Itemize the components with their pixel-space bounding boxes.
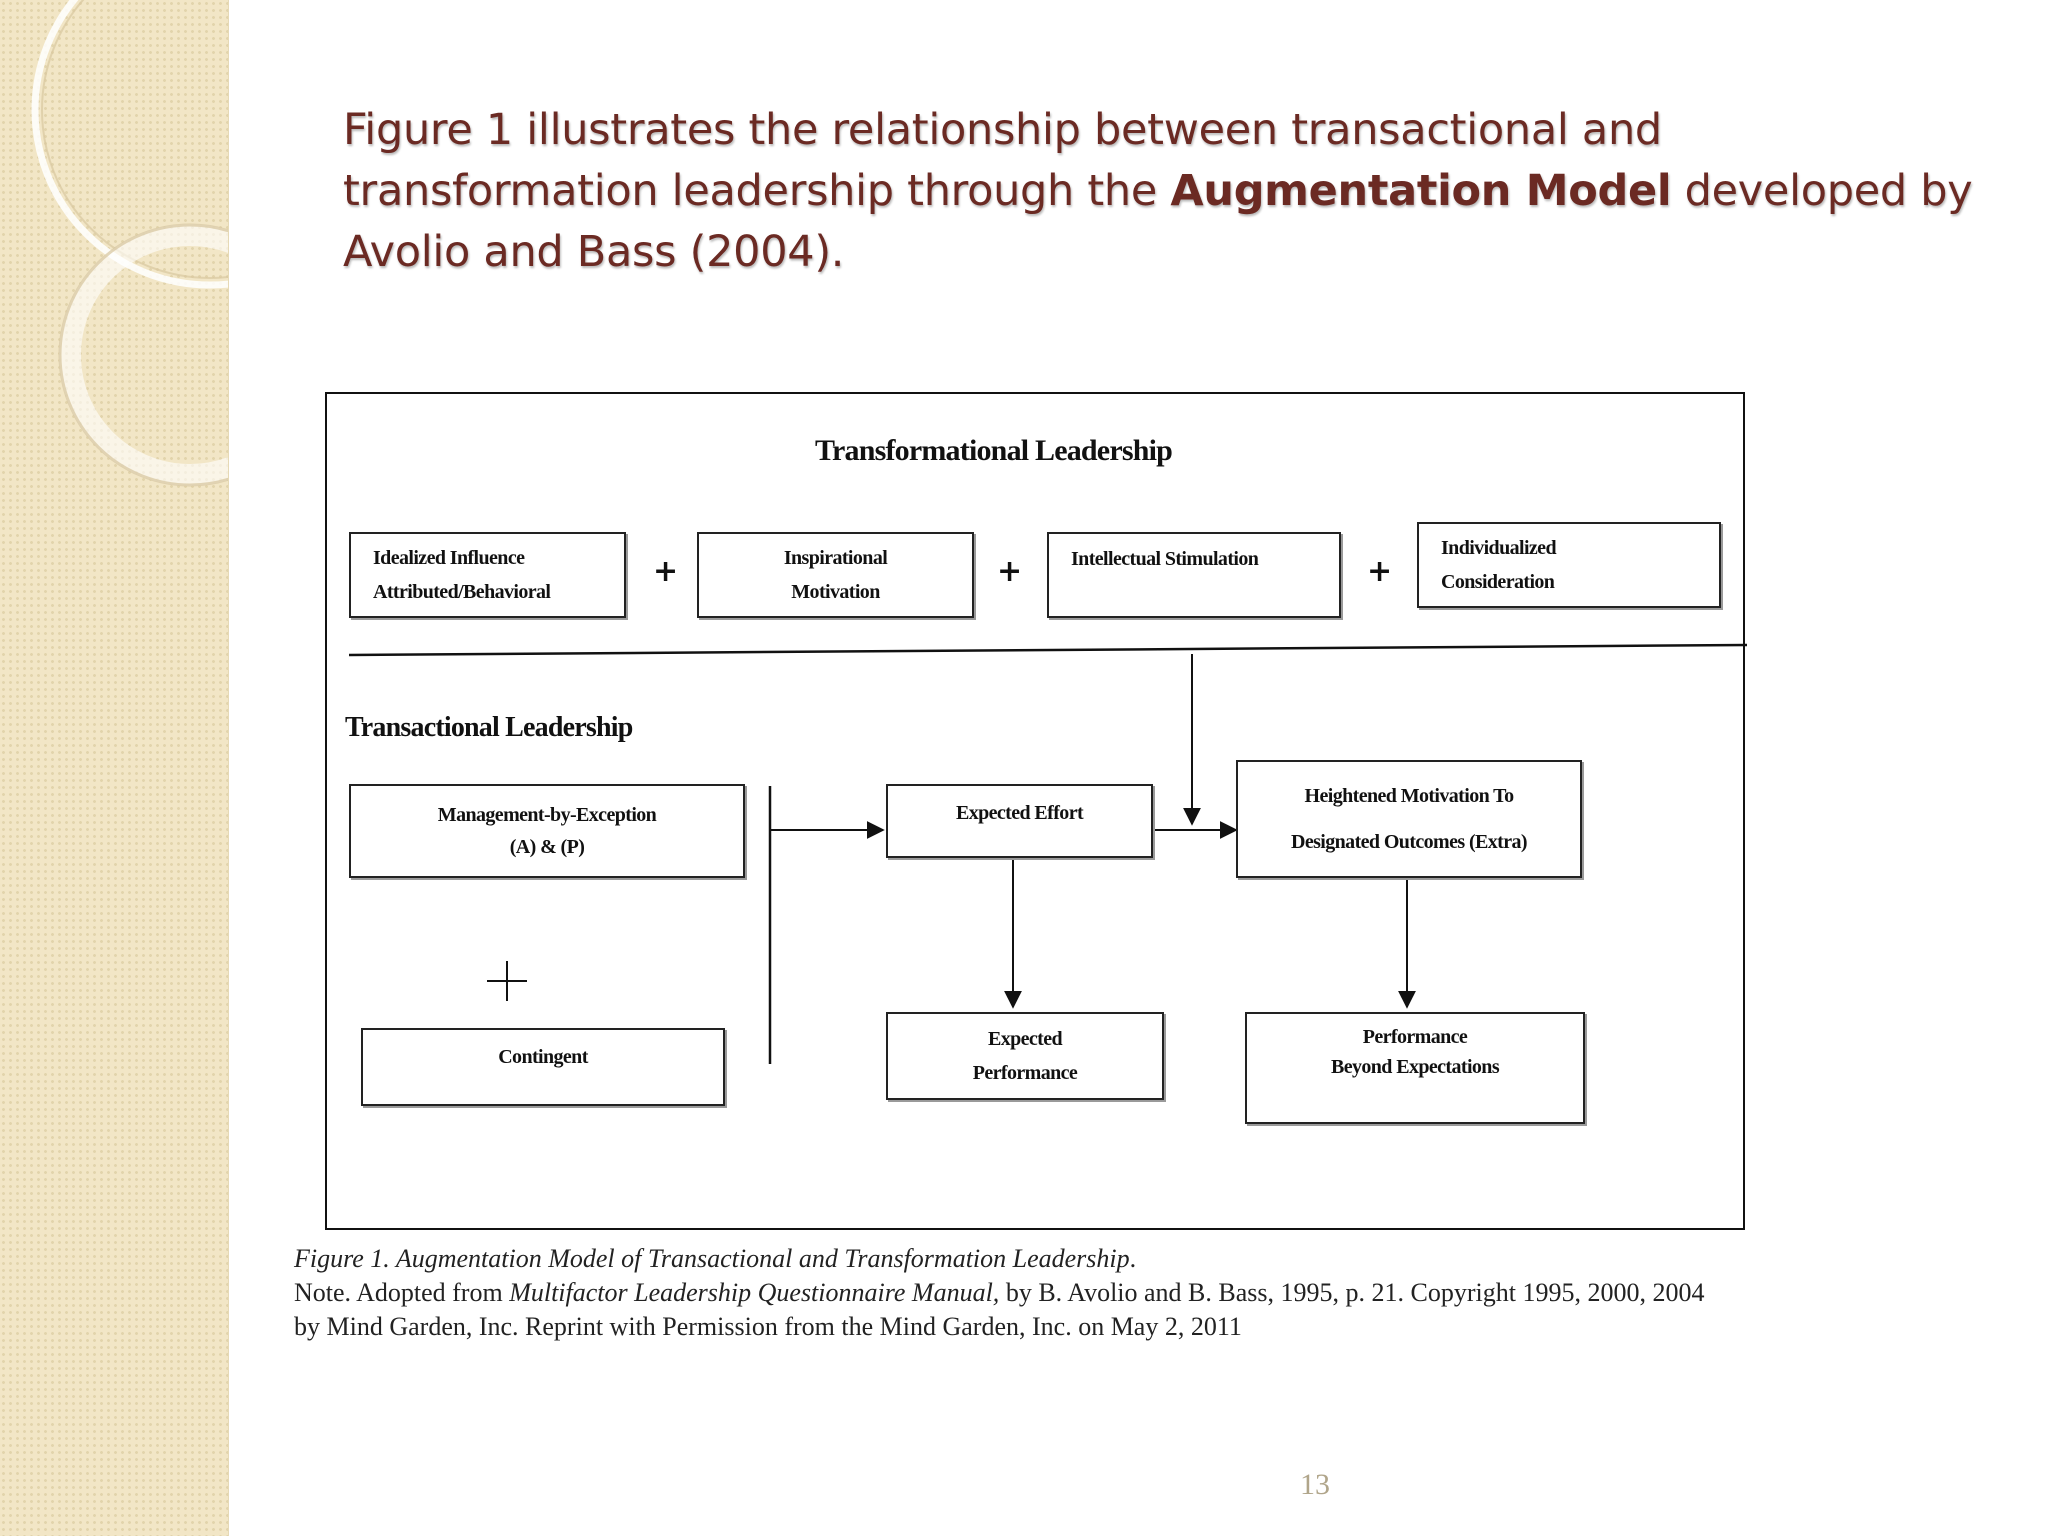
box-label: Motivation xyxy=(791,581,880,603)
box-label: Management-by-Exception xyxy=(437,804,657,826)
expected-effort-box: Expected Effort xyxy=(886,784,1153,858)
transactional-heading: Transactional Leadership xyxy=(345,712,633,743)
title-text-end: developed by Avolio and Bass (2004). xyxy=(343,166,1973,277)
plus-sign: + xyxy=(653,554,679,589)
decorative-rings xyxy=(31,0,228,487)
box-label: Attributed/Behavioral xyxy=(373,581,551,603)
expected-performance-box: Expected Performance xyxy=(886,1012,1164,1100)
title-bold-text: Augmentation Model xyxy=(1170,166,1672,216)
note-prefix: Note. Adopted from xyxy=(294,1278,510,1307)
inspirational-motivation-box: Inspirational Motivation xyxy=(697,532,974,618)
intellectual-stimulation-box: Intellectual Stimulation xyxy=(1047,532,1341,618)
box-label: Heightened Motivation To xyxy=(1304,785,1515,807)
note-source: Multifactor Leadership Questionnaire Man… xyxy=(509,1278,1000,1307)
slide-title: Figure 1 illustrates the relationship be… xyxy=(343,100,1983,283)
heightened-motivation-box: Heightened Motivation To Designated Outc… xyxy=(1236,760,1582,878)
box-label: Performance xyxy=(1362,1026,1468,1048)
box-label: Expected Effort xyxy=(955,802,1084,824)
box-label: Consideration xyxy=(1441,571,1555,593)
box-label: (A) & (P) xyxy=(509,836,585,858)
box-label: Contingent xyxy=(498,1046,588,1068)
plus-sign: + xyxy=(1367,554,1393,589)
box-label: Expected xyxy=(987,1028,1063,1050)
figure-label-end: . xyxy=(1129,1244,1137,1273)
augmentation-model-diagram: Transformational Leadership Idealized In… xyxy=(325,392,1747,1230)
box-label: Inspirational xyxy=(783,547,888,569)
page-number: 13 xyxy=(1300,1468,1330,1501)
decorative-side-strip xyxy=(0,0,229,1536)
management-by-exception-box: Management-by-Exception (A) & (P) xyxy=(349,784,745,878)
contingent-box: Contingent xyxy=(361,1028,725,1106)
section-divider-line xyxy=(348,643,1747,657)
box-label: Intellectual Stimulation xyxy=(1071,548,1259,570)
performance-beyond-expectations-box: Performance Beyond Expectations xyxy=(1245,1012,1585,1124)
figure-caption: Figure 1. Augmentation Model of Transact… xyxy=(294,1242,1894,1344)
box-label: Beyond Expectations xyxy=(1330,1056,1500,1078)
box-label: Performance xyxy=(972,1062,1078,1084)
box-label: Designated Outcomes (Extra) xyxy=(1291,831,1528,853)
transformational-heading: Transformational Leadership xyxy=(815,434,1173,467)
note-rest: by B. Avolio and B. Bass, 1995, p. 21. C… xyxy=(999,1278,1705,1307)
figure-label: Figure 1. Augmentation Model of Transact… xyxy=(294,1244,1130,1273)
caption-line: Figure 1. Augmentation Model of Transact… xyxy=(294,1242,1894,1276)
plus-sign: + xyxy=(997,554,1023,589)
box-label: Individualized xyxy=(1441,537,1557,559)
individualized-consideration-box: Individualized Consideration xyxy=(1417,522,1721,608)
idealized-influence-box: Idealized Influence Attributed/Behaviora… xyxy=(349,532,626,618)
diagram-connectors xyxy=(348,643,1747,1064)
title-text-start: Figure 1 illustrates the relationship be… xyxy=(343,105,1662,216)
caption-line: by Mind Garden, Inc. Reprint with Permis… xyxy=(294,1312,1242,1341)
box-label: Idealized Influence xyxy=(373,547,525,569)
caption-line: Note. Adopted from Multifactor Leadershi… xyxy=(294,1276,1894,1310)
